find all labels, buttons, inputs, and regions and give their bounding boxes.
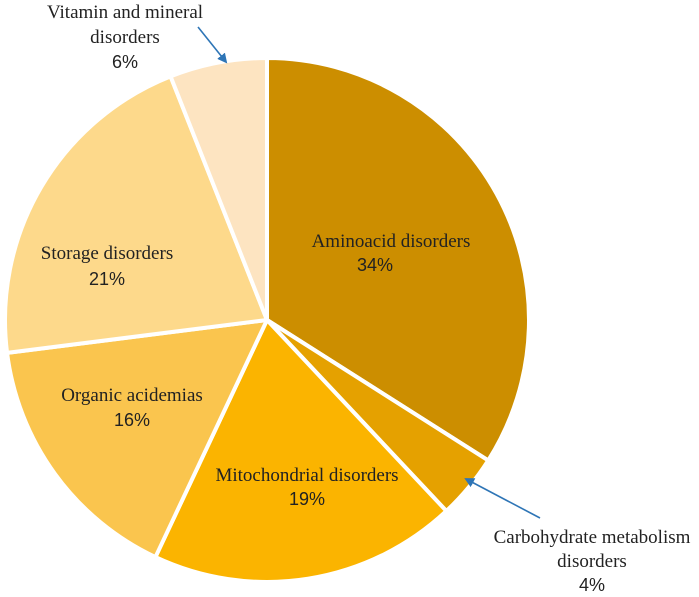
- label-vitamin-name-line2: disorders: [90, 27, 160, 48]
- label-storage-pct: 21%: [89, 269, 125, 289]
- label-aminoacid-name: Aminoacid disorders: [312, 231, 471, 252]
- label-aminoacid-pct: 34%: [357, 255, 393, 275]
- label-vitamin-name-line1: Vitamin and mineral: [47, 2, 203, 23]
- label-carbohydrate-pct: 4%: [579, 575, 605, 595]
- label-organic-name: Organic acidemias: [61, 385, 203, 406]
- pie-slice-organic: [5, 318, 269, 560]
- label-organic-pct: 16%: [114, 410, 150, 430]
- label-carbohydrate-name-line2: disorders: [557, 551, 627, 572]
- label-mitochondrial-name: Mitochondrial disorders: [215, 465, 398, 486]
- label-vitamin-pct: 6%: [112, 52, 138, 72]
- label-storage-name: Storage disorders: [41, 243, 173, 264]
- label-carbohydrate-name-line1: Carbohydrate metabolism: [494, 527, 691, 548]
- label-mitochondrial-pct: 19%: [289, 489, 325, 509]
- callout-arrow-vitamin: [197, 26, 228, 64]
- pie-slice-storage: [3, 74, 269, 355]
- pie-slice-mitochondrial: [153, 318, 449, 584]
- pie-slices: [3, 56, 531, 584]
- callout-arrow-carbohydrate: [464, 478, 541, 519]
